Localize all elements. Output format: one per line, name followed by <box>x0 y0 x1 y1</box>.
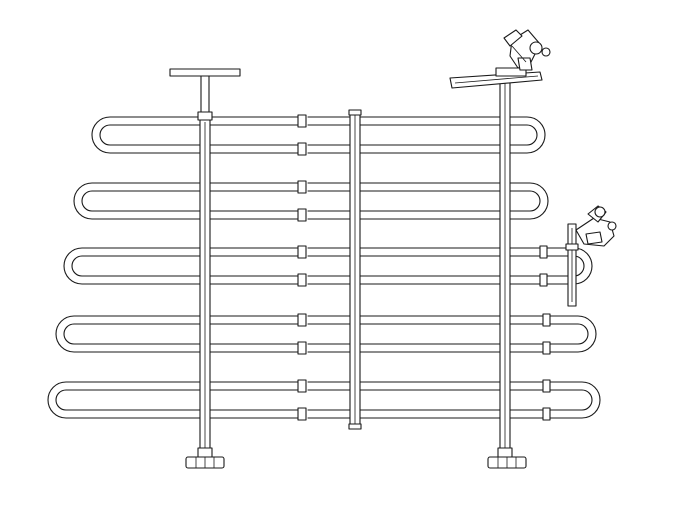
rail-loop-3 <box>63 247 593 285</box>
left-post-top-pad <box>169 68 241 77</box>
top-headrest-clamp <box>449 29 551 89</box>
rail-joint-sleeves <box>297 114 551 421</box>
rail-loop-1 <box>91 116 546 154</box>
rail-loop-4 <box>55 315 597 353</box>
side-headrest-clamp <box>565 205 617 307</box>
center-brace <box>348 109 362 430</box>
rail-loop-2 <box>73 182 549 220</box>
left-post <box>169 68 241 469</box>
rail-loop-5 <box>47 381 601 419</box>
right-post <box>487 79 527 469</box>
